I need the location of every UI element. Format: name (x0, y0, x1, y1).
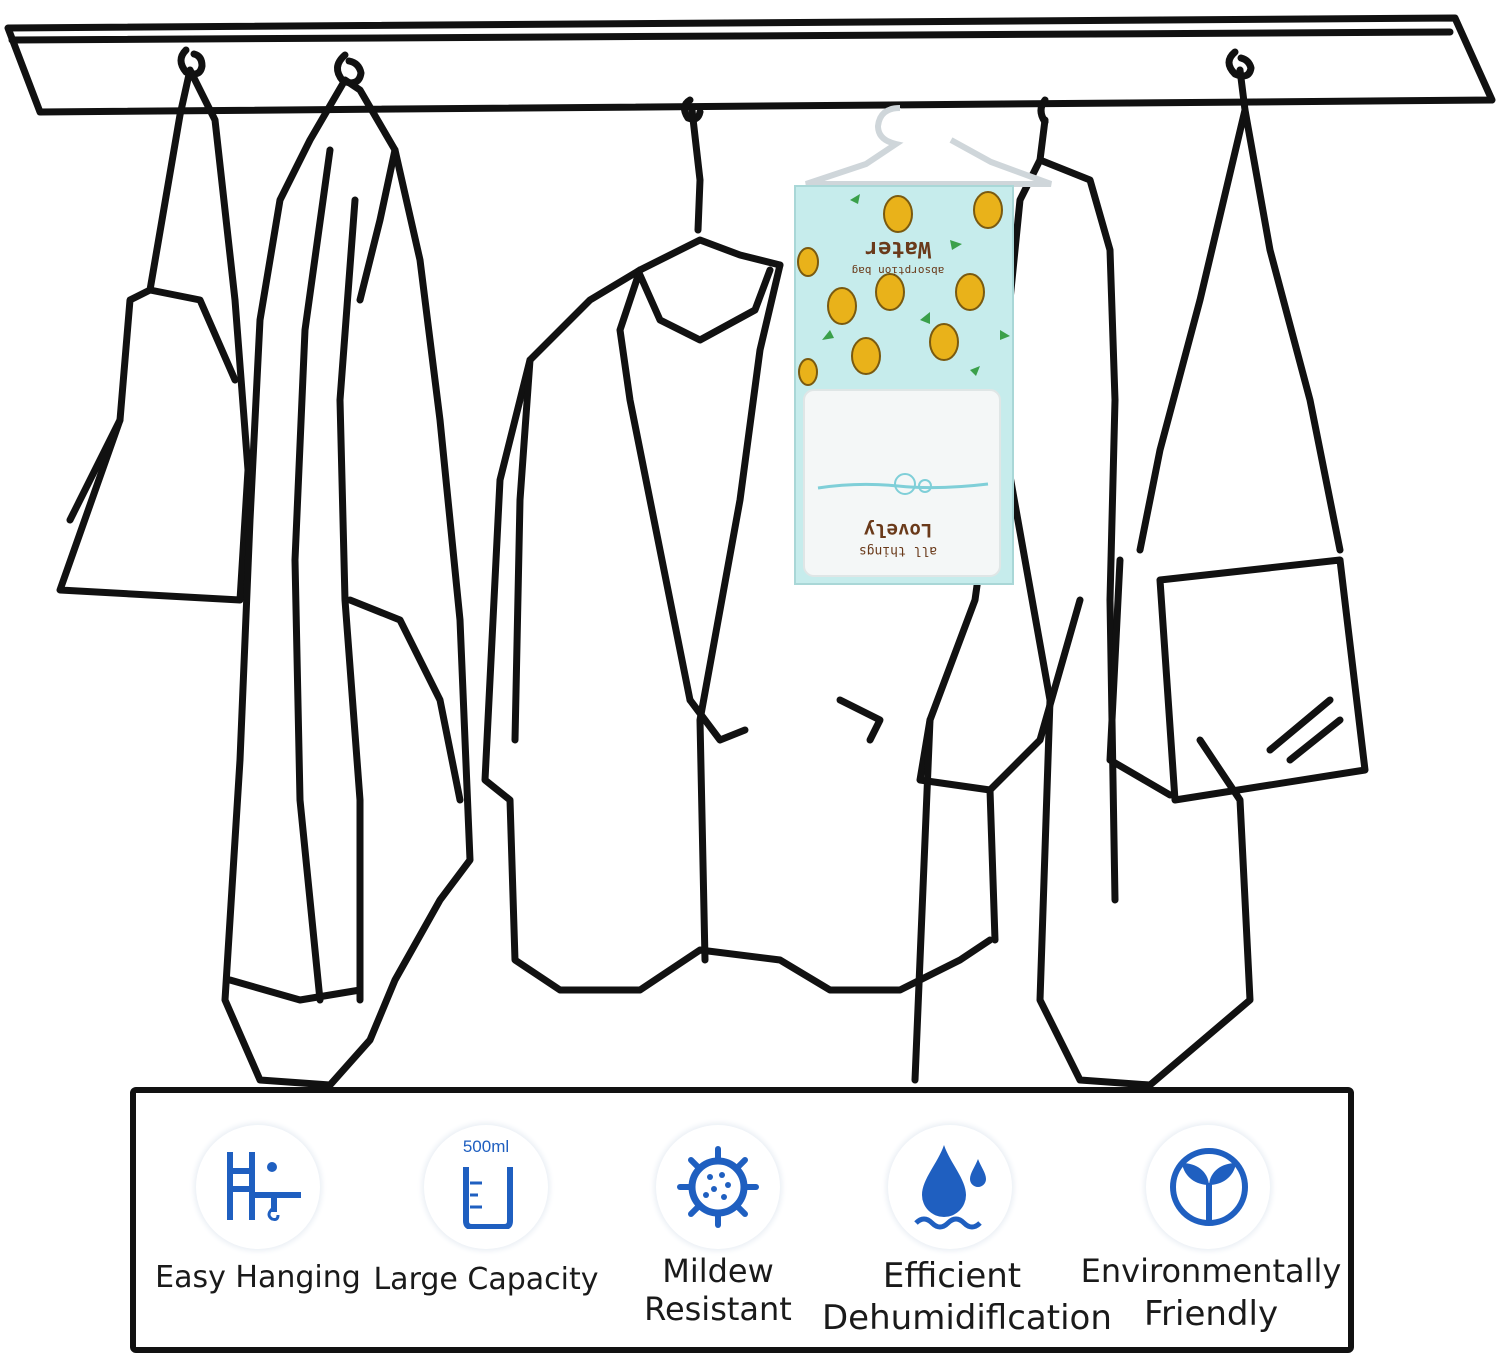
water-drop-icon (914, 1145, 986, 1230)
feature-label-line2: Dehumidiflcation (822, 1298, 1112, 1338)
feature-label-line1: Environmentally (1080, 1252, 1342, 1290)
feature-label-line2: Friendly (1143, 1294, 1279, 1334)
measuring-cup-icon (463, 1167, 513, 1229)
capacity-text: 500ml (462, 1137, 510, 1156)
rail-hooks (177, 46, 1255, 126)
garment-shoulder-bag (1106, 66, 1369, 804)
feature-label: Easy Hanging (155, 1260, 361, 1295)
garment-blazer (481, 106, 994, 994)
feature-label: Large Capacity (373, 1262, 599, 1297)
mildew-virus-icon (677, 1146, 759, 1228)
feature-icon-circle (196, 1125, 320, 1249)
garment-long-coat (221, 76, 474, 1089)
garment-shirt-left (56, 66, 252, 604)
bag-subtitle: absorption bag (852, 264, 945, 277)
feature-icon-circle (656, 1125, 780, 1249)
feature-label-line1: Mildew (662, 1252, 774, 1290)
leaf-sprout-icon (1170, 1148, 1248, 1226)
feature-label-line1: Efficient (882, 1256, 1022, 1296)
bag-title: Water (865, 236, 931, 261)
feature-label-line2: Resistant (644, 1290, 792, 1328)
bag-tagline: Lovely (864, 519, 933, 541)
dehumidifier-bag: Water absorption bag Lovely all things (794, 105, 1053, 585)
bag-tagline-sub: all things (859, 543, 937, 558)
hanging-rack-icon (227, 1152, 301, 1221)
features-panel: Easy Hanging 500ml Large Capacity Mildew… (130, 1087, 1354, 1353)
clothes-rail (4, 14, 1496, 116)
